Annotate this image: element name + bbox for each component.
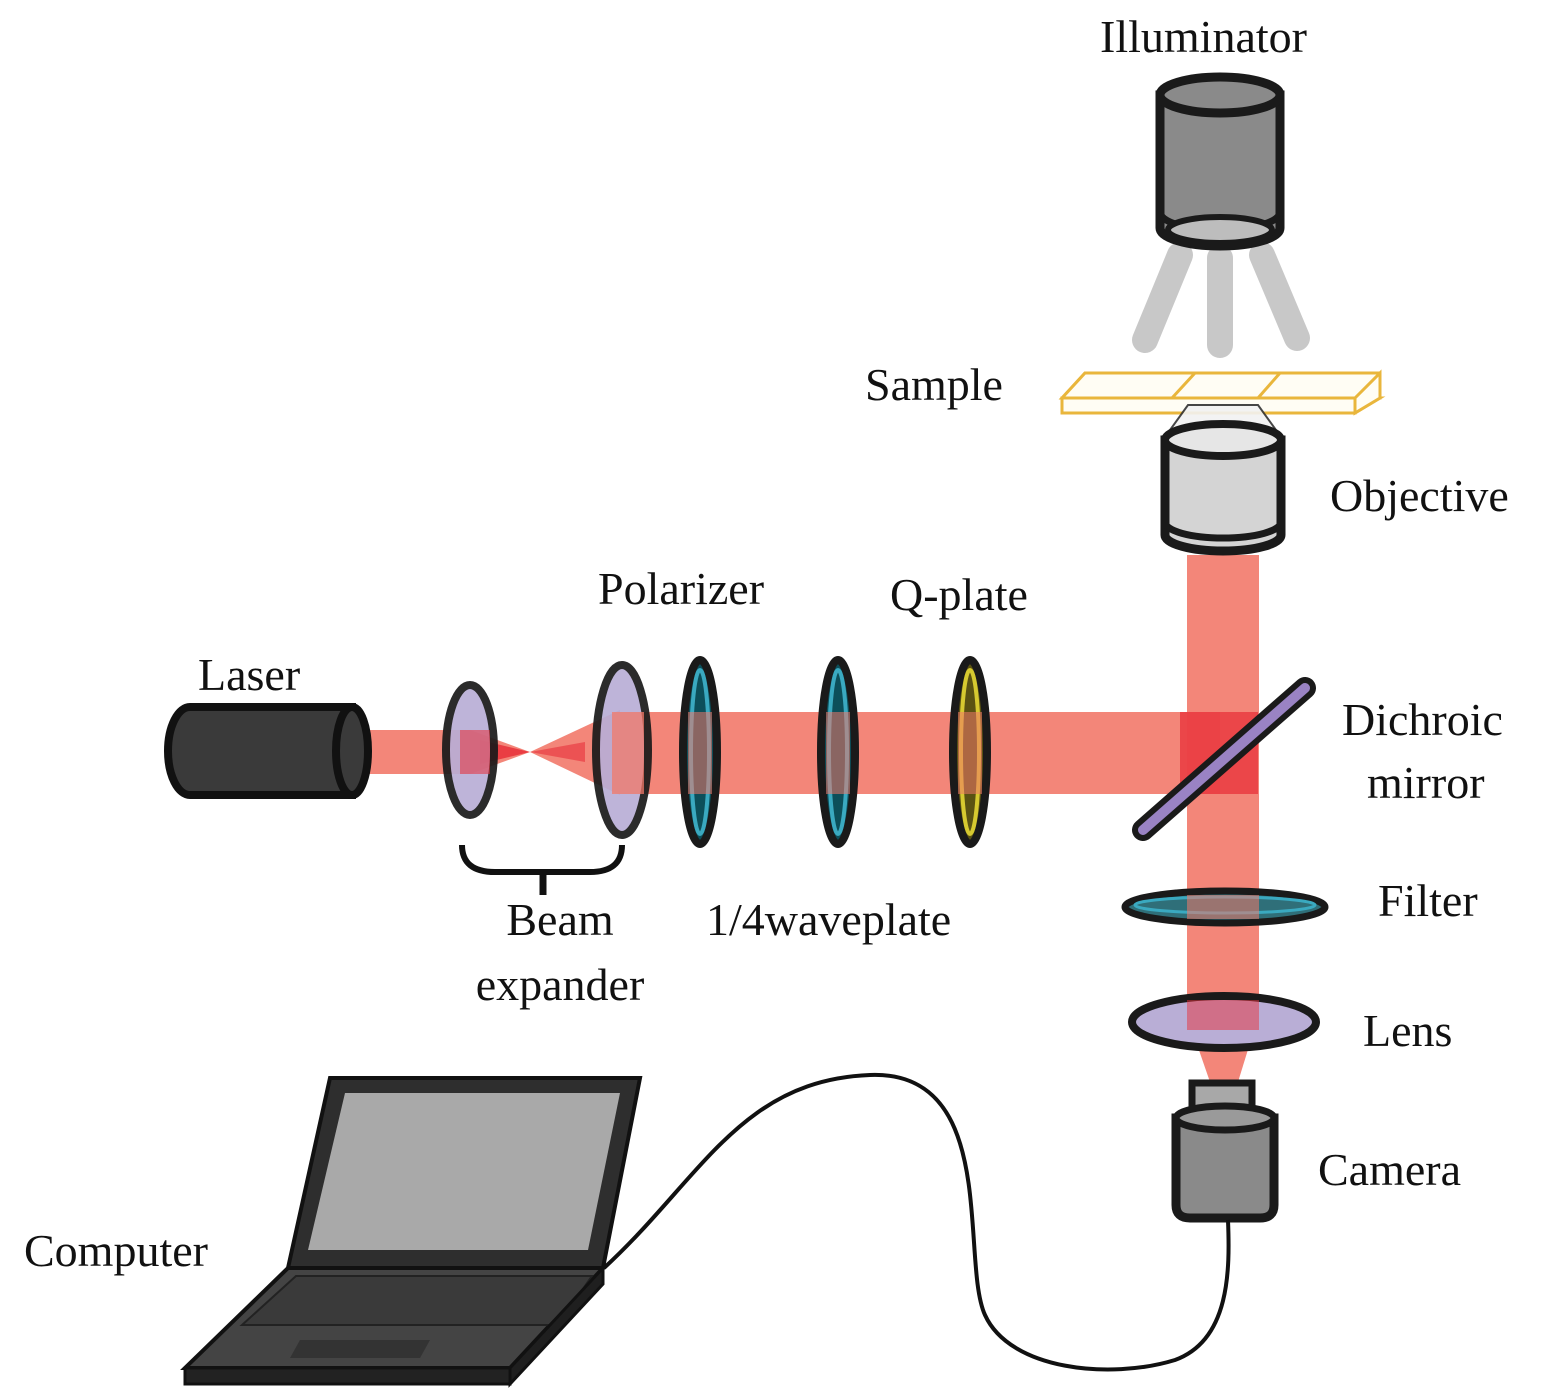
camera-computer-cable xyxy=(602,1072,1231,1372)
label-computer: Computer xyxy=(24,1225,208,1276)
label-illuminator: Illuminator xyxy=(1100,11,1307,62)
laser xyxy=(164,703,372,799)
illuminator xyxy=(1155,72,1285,251)
label-dichroic-line1: Dichroic xyxy=(1342,694,1503,745)
label-laser: Laser xyxy=(198,649,301,700)
beam-expander-lens-2 xyxy=(592,661,652,839)
label-beam-expander-line2: expander xyxy=(475,959,645,1010)
laptop-computer xyxy=(180,1076,643,1388)
label-lens: Lens xyxy=(1363,1005,1453,1056)
lens xyxy=(1128,992,1320,1052)
polarizer xyxy=(679,656,721,848)
objective xyxy=(1160,420,1286,556)
beam-expander-lens-1 xyxy=(442,681,498,819)
label-sample: Sample xyxy=(865,359,1003,410)
label-beam-expander-line1: Beam xyxy=(506,894,614,945)
filter xyxy=(1121,887,1329,927)
q-plate xyxy=(949,656,991,848)
quarter-waveplate xyxy=(817,656,859,848)
label-camera: Camera xyxy=(1318,1144,1462,1195)
camera xyxy=(1171,1079,1279,1223)
illum-ray-left xyxy=(1132,242,1193,353)
beam-expander-bracket xyxy=(459,844,625,875)
label-quarter-waveplate: 1/4waveplate xyxy=(706,894,952,945)
label-objective: Objective xyxy=(1330,470,1509,521)
dichroic-mirror xyxy=(1132,677,1316,841)
illum-ray-right xyxy=(1249,242,1310,351)
label-polarizer: Polarizer xyxy=(598,563,765,614)
sample-slide xyxy=(1058,369,1386,416)
illuminator-rays xyxy=(1132,242,1310,358)
label-qplate: Q-plate xyxy=(890,569,1028,620)
label-filter: Filter xyxy=(1378,875,1478,926)
label-dichroic-line2: mirror xyxy=(1367,757,1485,808)
